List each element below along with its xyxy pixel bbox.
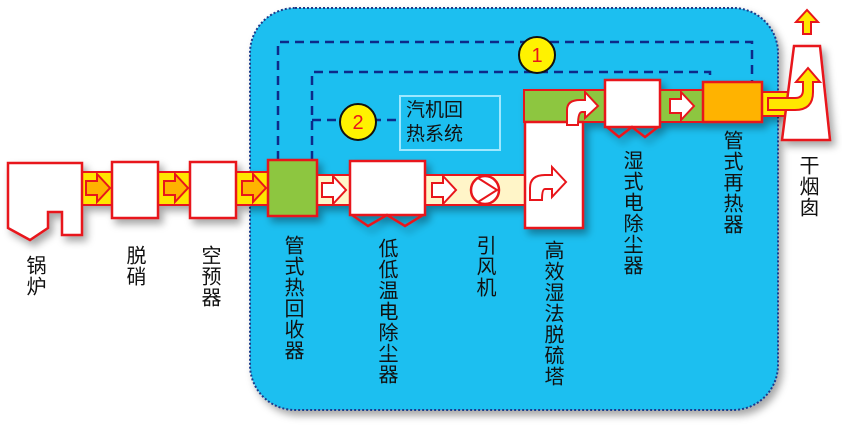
marker-1-label: 1: [531, 45, 542, 67]
induced-draft-fan-label: 引风机: [473, 235, 497, 298]
curved-arrow-icon: [529, 164, 568, 201]
turbine-line1: 汽机回: [406, 99, 464, 121]
arrow-icon: [163, 171, 190, 205]
tube-heat-recovery-unit: [266, 158, 319, 218]
retrofit-zone: [249, 7, 779, 411]
denitration-label: 脱硝: [123, 245, 147, 287]
fan-icon: [477, 177, 499, 203]
tube-heat-recovery-label: 管式热回收器: [281, 235, 305, 361]
wet-esp-label: 湿式电除尘器: [620, 150, 644, 276]
curved-arrow-icon: [767, 66, 823, 111]
wet-esp-hoppers: [606, 125, 659, 139]
arrow-icon: [85, 171, 112, 205]
dry-chimney-label: 干烟囱: [796, 155, 820, 218]
air-preheater-label: 空预器: [198, 245, 222, 308]
turbine-line2: 热系统: [406, 123, 464, 145]
turbine-system-box: [399, 95, 501, 151]
loop-2-line: [310, 70, 712, 160]
marker-2: [339, 103, 377, 141]
wet-fgd-tower-label: 高效湿法脱硫塔: [541, 240, 565, 387]
tube-reheater-unit: [701, 80, 764, 124]
arrow-icon: [241, 171, 268, 205]
arrow-icon: [321, 173, 348, 207]
marker-2-label: 2: [352, 112, 363, 134]
flow-arrows: [85, 8, 823, 207]
turbine-system-label: 汽机回 热系统: [406, 98, 463, 146]
curved-arrow-icon: [566, 89, 600, 126]
exhaust-arrow-icon: [793, 8, 821, 35]
esp-hoppers: [351, 213, 424, 228]
wet-esp-unit: [603, 78, 662, 129]
boiler-label: 锅炉: [23, 255, 47, 297]
low-low-temp-esp-label: 低低温电除尘器: [375, 238, 399, 385]
air-preheater-unit: [188, 160, 238, 220]
boiler: [6, 161, 84, 242]
low-low-temp-esp-unit: [348, 159, 427, 217]
denitration-unit: [110, 160, 160, 220]
fan-unit: [469, 174, 501, 206]
tube-reheater-label: 管式再热器: [720, 130, 744, 235]
marker-1: [518, 36, 556, 74]
arrow-icon: [669, 89, 696, 123]
arrow-icon: [431, 173, 458, 207]
